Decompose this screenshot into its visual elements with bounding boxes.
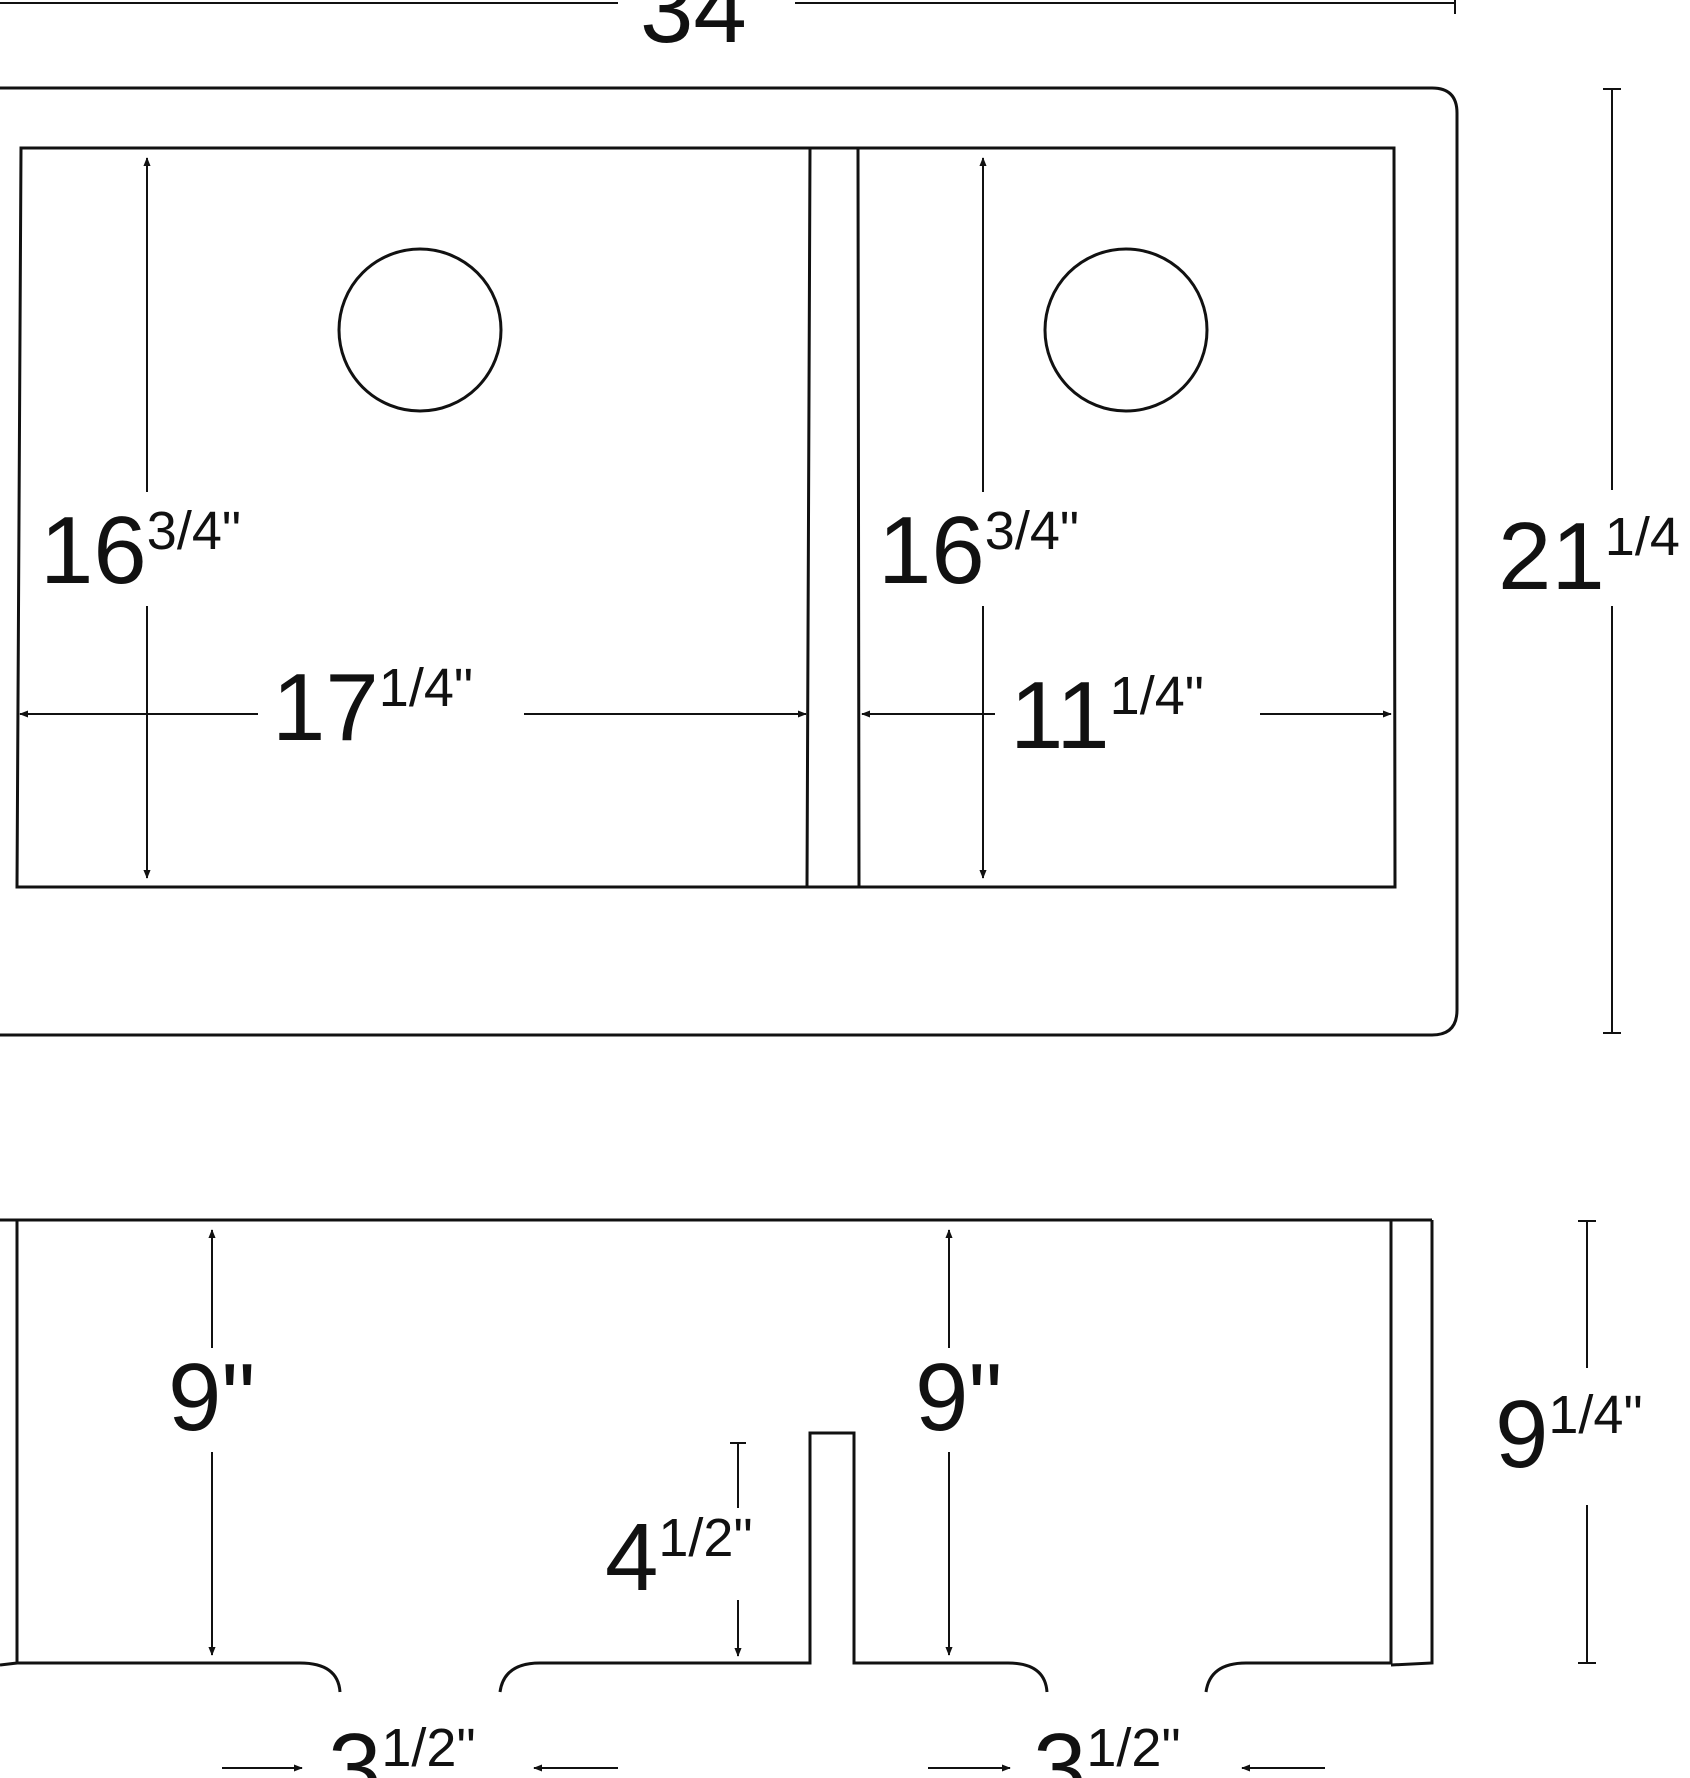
front-bottom-contour: [17, 1431, 1391, 1693]
left-bowl-depth-frac: 3/4": [147, 501, 241, 561]
overall-depth-frac: 1/4: [1605, 507, 1680, 567]
right-bowl-outline: [858, 146, 1397, 889]
svg-text:163/4": 163/4": [878, 497, 1079, 604]
overall-width-frac: ": [747, 0, 766, 14]
svg-text:163/4": 163/4": [40, 497, 241, 604]
front-right-apron: [1389, 1220, 1434, 1667]
svg-text:34": 34": [640, 0, 766, 63]
left-bowl-width-whole: 17: [272, 654, 379, 761]
svg-text:91/4": 91/4": [1495, 1381, 1643, 1488]
right-bowl-height-label: 9": [915, 1344, 1002, 1451]
overall-height-whole: 9: [1495, 1381, 1548, 1488]
overall-width-dimension: 34": [0, 0, 1456, 63]
right-bowl-width-frac: 1/4": [1110, 666, 1204, 726]
right-bowl-width-dimension: 111/4": [861, 662, 1392, 769]
svg-text:211/4: 211/4: [1498, 503, 1680, 610]
center-divider: [807, 146, 861, 889]
svg-text:41/2": 41/2": [605, 1504, 753, 1611]
svg-text:111/4": 111/4": [1010, 662, 1204, 769]
left-drain-hole: [337, 247, 503, 413]
overall-depth-whole: 21: [1498, 503, 1605, 610]
divider-height-frac: 1/2": [658, 1508, 752, 1568]
left-bowl-width-dimension: 171/4": [19, 654, 807, 761]
top-view: 34" 163/4" 163/4": [0, 0, 1680, 1037]
right-drain-offset-frac: 1/2": [1086, 1718, 1180, 1778]
right-bowl-height-dimension: 9": [915, 1229, 1002, 1656]
divider-height-dimension: 41/2": [605, 1442, 753, 1657]
overall-height-dimension: 91/4": [1495, 1220, 1643, 1664]
overall-height-frac: 1/4": [1548, 1385, 1642, 1445]
overall-width-whole: 34: [640, 0, 747, 63]
right-drain-offset-dimension: 31/2": [928, 1714, 1325, 1778]
left-drain-offset-frac: 1/2": [381, 1718, 475, 1778]
right-drain-offset-whole: 3: [1033, 1714, 1086, 1778]
right-bowl-depth-frac: 3/4": [985, 501, 1079, 561]
svg-text:31/2": 31/2": [328, 1714, 476, 1778]
right-drain-hole: [1043, 247, 1209, 413]
left-bowl-width-frac: 1/4": [379, 658, 473, 718]
svg-text:171/4": 171/4": [272, 654, 473, 761]
left-drain-offset-dimension: 31/2": [222, 1714, 618, 1778]
left-bowl-height-label: 9": [168, 1344, 255, 1451]
divider-height-whole: 4: [605, 1504, 658, 1611]
overall-depth-dimension: 211/4: [1498, 88, 1680, 1034]
left-drain-offset-whole: 3: [328, 1714, 381, 1778]
left-bowl-height-dimension: 9": [168, 1229, 255, 1656]
front-left-edge: [0, 1220, 19, 1667]
left-bowl-depth-whole: 16: [40, 497, 147, 604]
svg-text:31/2": 31/2": [1033, 1714, 1181, 1778]
right-bowl-depth-whole: 16: [878, 497, 985, 604]
left-bowl-depth-dimension: 163/4": [40, 157, 241, 879]
front-view: 9" 9" 41/2" 91/4": [0, 1218, 1643, 1778]
sink-outer-rim: [0, 86, 1459, 1037]
right-bowl-width-whole: 11: [1010, 662, 1110, 769]
right-bowl-depth-dimension: 163/4": [878, 157, 1079, 879]
